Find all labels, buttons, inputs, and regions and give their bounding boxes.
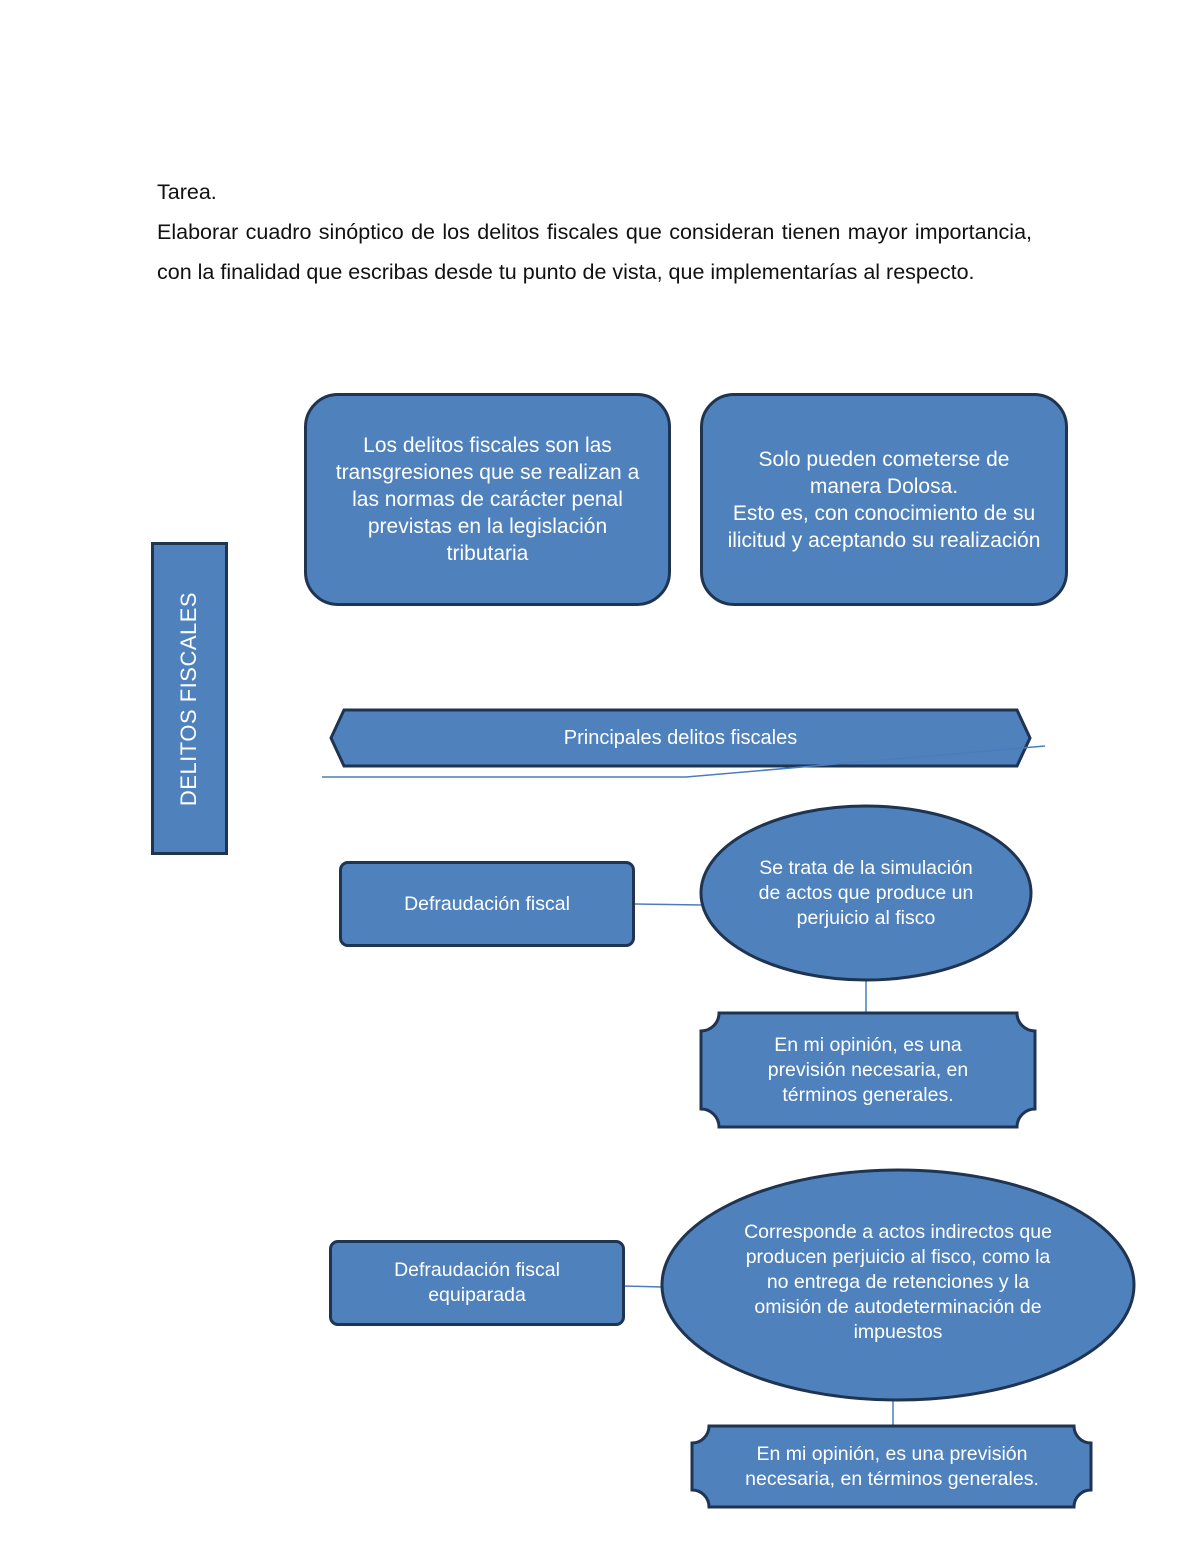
item-opinion-1: En mi opinión, es una previsión necesari… xyxy=(767,1033,969,1106)
opinion-plaque-1 xyxy=(699,1011,1037,1129)
delitos-fiscales-label: DELITOS FISCALES xyxy=(176,591,202,806)
connector-line xyxy=(623,1285,663,1288)
opinion-plaque-2 xyxy=(690,1424,1093,1509)
item-name-1: Defraudación fiscal xyxy=(339,861,635,947)
banner-shape xyxy=(329,708,1032,768)
connector-line xyxy=(633,903,703,906)
connector-line xyxy=(685,745,1046,778)
item-description-2: Corresponde a actos indirectos que produ… xyxy=(744,1220,1052,1343)
banner-label: Principales delitos fiscales xyxy=(563,726,798,749)
item-name-2: Defraudación fiscal equiparada xyxy=(329,1240,625,1326)
item-description-1: Se trata de la simulación de actos que p… xyxy=(758,856,974,929)
assignment-instructions: Elaborar cuadro sinóptico de los delitos… xyxy=(157,220,1032,284)
description-ellipse-1 xyxy=(699,804,1033,982)
dolosa-box: Solo pueden cometerse de manera Dolosa. … xyxy=(700,393,1068,606)
delitos-fiscales-label-box: DELITOS FISCALES xyxy=(151,542,228,855)
assignment-text: Tarea. Elaborar cuadro sinóptico de los … xyxy=(157,172,1032,292)
item-opinion-2: En mi opinión, es una previsión necesari… xyxy=(745,1442,1039,1490)
description-ellipse-2 xyxy=(660,1168,1136,1402)
assignment-title: Tarea. xyxy=(157,180,217,204)
definition-box: Los delitos fiscales son las transgresio… xyxy=(304,393,671,606)
